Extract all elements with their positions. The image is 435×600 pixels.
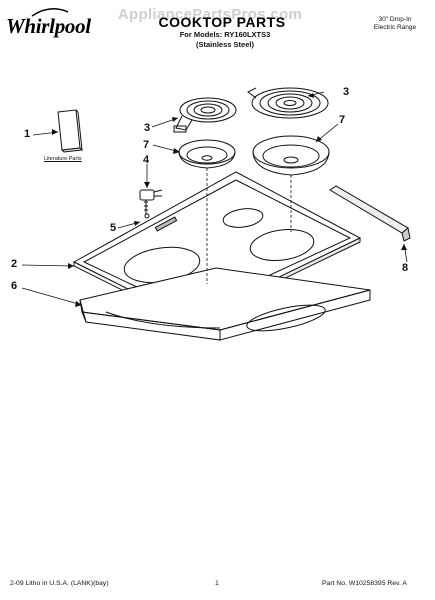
range-type-line-1: 30" Drop-In	[378, 16, 412, 23]
callout-8: 8	[402, 262, 409, 274]
range-type-line-2: Electric Range	[373, 24, 417, 31]
callout-7-left: 7	[143, 139, 150, 151]
receptacle-switch-part	[139, 189, 163, 219]
watermark: AppliancePartsPros.com	[117, 6, 303, 23]
callout-3-left: 3	[144, 122, 151, 134]
callout-3-right: 3	[343, 86, 350, 98]
callout-6: 6	[11, 280, 18, 292]
callout-5: 5	[110, 222, 117, 234]
callout-2: 2	[11, 258, 18, 270]
footer-page-number: 1	[215, 580, 219, 587]
leader-arrowheads	[52, 93, 407, 307]
surface-element-large-part	[247, 87, 329, 119]
models-info: For Models: RY160LXTS3 (Stainless Steel)	[150, 30, 300, 50]
burner-box-part	[79, 267, 371, 341]
callout-4: 4	[143, 154, 150, 166]
callout-1: 1	[24, 128, 31, 140]
surface-element-small-part	[173, 97, 237, 133]
models-line: For Models: RY160LXTS3	[179, 30, 271, 39]
callout-7-right: 7	[339, 114, 346, 126]
finish-line: (Stainless Steel)	[196, 40, 254, 49]
literature-parts-label: Literature Parts	[44, 156, 82, 162]
trim-strip-part	[329, 185, 411, 242]
range-type-note: 30" Drop-In Electric Range	[360, 16, 430, 32]
footer-part-number: Part No. W10258395 Rev. A	[322, 580, 407, 587]
literature-booklet-part	[57, 109, 84, 153]
footer-litho: 2-09 Litho in U.S.A. (LANK)(bay)	[10, 580, 109, 587]
drip-bowl-large-part	[252, 135, 330, 176]
drip-bowl-small-part	[178, 139, 236, 169]
whirlpool-logo: Whirlpool	[6, 14, 91, 38]
page-title: COOKTOP PARTS	[158, 14, 286, 30]
logo-swoosh-icon	[31, 8, 69, 17]
